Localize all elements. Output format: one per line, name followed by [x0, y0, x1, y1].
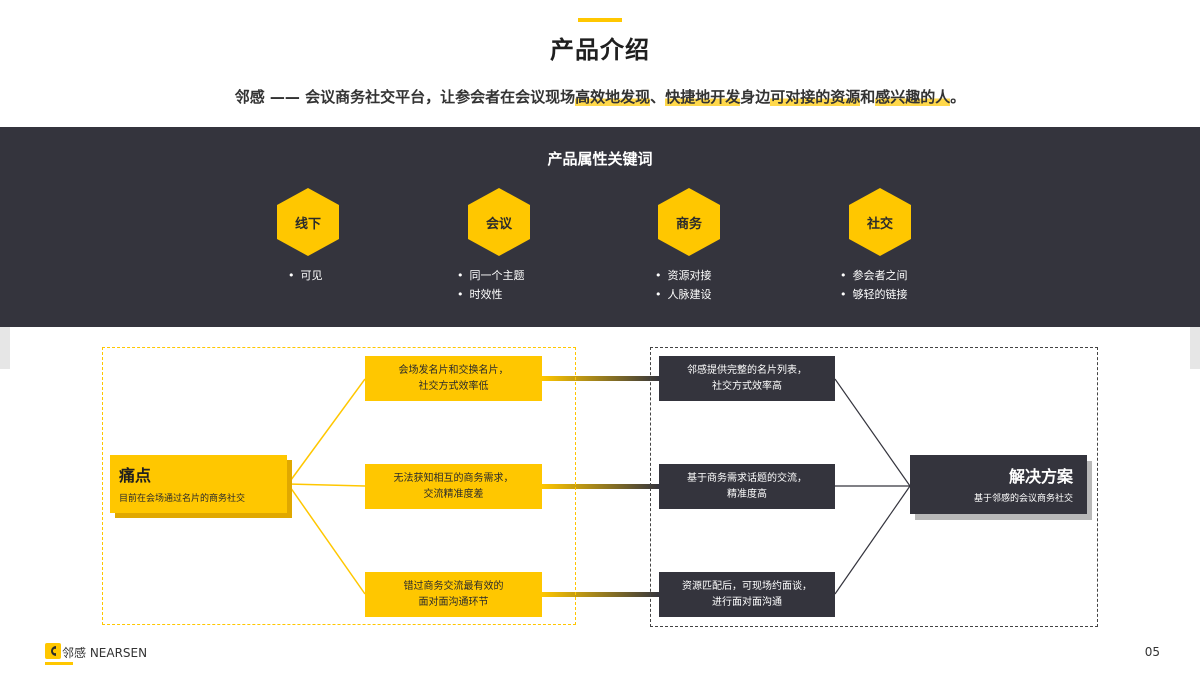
solution-item-line: 资源匹配后，可现场约面谈， [682, 580, 812, 592]
pain-item-line: 会场发名片和交换名片， [398, 364, 509, 376]
line-pain-1 [287, 378, 366, 485]
solution-item: 资源匹配后，可现场约面谈， 进行面对面沟通 [659, 572, 835, 617]
page-title: 产品介绍 [550, 36, 650, 64]
subtitle-highlight: 可对接的资源 [770, 88, 861, 106]
subtitle-highlight: 快捷地开发 [665, 88, 741, 106]
subtitle-highlight: 高效地发现 [575, 88, 651, 106]
keyword-business: 商务 资源对接 人脉建设 [599, 188, 779, 304]
keyword-bullet: 参会者之间 [840, 266, 970, 285]
subtitle-part: 和 [860, 88, 876, 106]
subtitle-part: 身边 [740, 88, 771, 106]
solution-item-line: 邻感提供完整的名片列表， [687, 364, 807, 376]
keywords-title: 产品属性关键词 [547, 150, 653, 168]
title-accent-bar [578, 18, 622, 22]
pain-item-line: 社交方式效率低 [418, 380, 489, 392]
page-number: 05 [1144, 645, 1160, 659]
line-pain-2 [287, 483, 366, 487]
side-shade-right [1190, 327, 1200, 369]
link-bar-1 [542, 376, 660, 381]
pain-item: 错过商务交流最有效的面对面沟通环节 [365, 572, 542, 617]
pain-desc: 目前在会场通过名片的商务社交 [119, 494, 246, 504]
solution-item: 邻感提供完整的名片列表， 社交方式效率高 [659, 356, 835, 401]
solution-item-line: 基于商务需求话题的交流， [687, 472, 807, 484]
link-bar-2 [542, 484, 660, 489]
logo-underline [45, 662, 73, 665]
keyword-hexagon: 社交 [849, 188, 911, 256]
line-sol-3 [834, 485, 911, 595]
pain-item-line: 交流精准度差 [423, 488, 484, 500]
intro-subtitle: 邻感 —— 会议商务社交平台，让参会者在会议现场高效地发现、快捷地开发身边可对接… [0, 86, 1200, 107]
keyword-hexagon: 线下 [277, 188, 339, 256]
line-sol-1 [834, 378, 911, 487]
keyword-bullet: 可见 [288, 266, 398, 285]
subtitle-highlight: 感兴趣的人 [875, 88, 951, 106]
keyword-bullet: 时效性 [457, 285, 589, 304]
solution-desc: 基于邻感的会议商务社交 [973, 494, 1073, 504]
keyword-hexagon: 商务 [658, 188, 720, 256]
pain-title: 痛点 [119, 466, 152, 485]
solution-title: 解决方案 [1008, 467, 1073, 486]
solution-item: 基于商务需求话题的交流， 精准度高 [659, 464, 835, 509]
line-pain-3 [287, 483, 366, 595]
keyword-social: 社交 参会者之间 够轻的链接 [790, 188, 970, 304]
pain-item: 会场发名片和交换名片， 社交方式效率低 [365, 356, 542, 401]
solution-item-line: 进行面对面沟通 [712, 596, 782, 608]
keyword-bullet: 同一个主题 [457, 266, 589, 285]
keywords-band [0, 127, 1200, 327]
keyword-bullet: 资源对接 [655, 266, 779, 285]
solution-card: 解决方案 基于邻感的会议商务社交 [910, 455, 1087, 514]
logo-icon [45, 643, 61, 659]
keyword-bullet: 人脉建设 [655, 285, 779, 304]
pain-item-line: 面对面沟通环节 [418, 596, 489, 608]
solution-item-line: 精准度高 [727, 488, 767, 500]
brand-logo-text: 邻感 NEARSEN [62, 646, 148, 660]
pain-item-line: 错过商务交流最有效的 [403, 580, 504, 592]
pain-item-line: 无法获知相互的商务需求， [393, 472, 514, 484]
keyword-meeting: 会议 同一个主题 时效性 [409, 188, 589, 304]
keyword-bullet: 够轻的链接 [840, 285, 970, 304]
pain-card: 痛点 目前在会场通过名片的商务社交 [110, 455, 287, 513]
keyword-offline: 线下 可见 [218, 188, 398, 285]
pain-group-frame [102, 347, 576, 625]
subtitle-part: 。 [950, 88, 966, 106]
solution-item-line: 社交方式效率高 [712, 380, 782, 392]
side-shade-left [0, 327, 10, 369]
solution-group-frame [650, 347, 1098, 627]
link-bar-3 [542, 592, 660, 597]
subtitle-part: 邻感 —— 会议商务社交平台，让参会者在会议现场 [234, 88, 576, 106]
subtitle-part: 、 [650, 88, 666, 106]
keyword-hexagon: 会议 [468, 188, 530, 256]
pain-item: 无法获知相互的商务需求， 交流精准度差 [365, 464, 542, 509]
